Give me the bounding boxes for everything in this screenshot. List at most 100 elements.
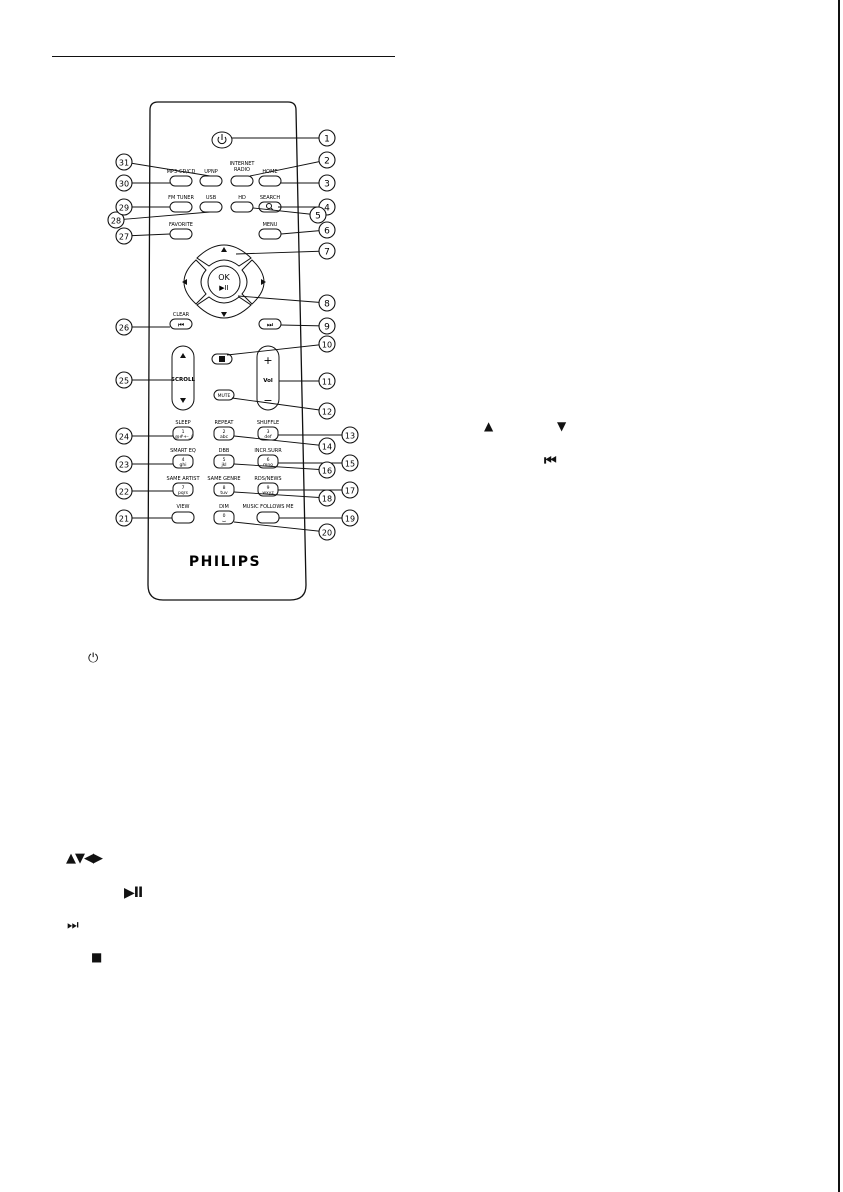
callout-circle-21 bbox=[115, 509, 133, 527]
callout-circle-27 bbox=[115, 227, 133, 245]
callout-circle-30 bbox=[115, 174, 133, 192]
callouts: 1234567891011121314151617181920212223242… bbox=[107, 129, 359, 541]
keypad-button-7[interactable] bbox=[172, 482, 194, 497]
keypad-digit: 1 bbox=[182, 429, 185, 435]
ok-playpause-icon: ▶II bbox=[219, 284, 229, 292]
callout-circle-26 bbox=[115, 318, 133, 336]
smarteq-label: SMART EQ bbox=[170, 448, 196, 454]
keypad-digit: 4 bbox=[182, 457, 185, 463]
vol-plus-icon: + bbox=[263, 354, 272, 367]
next-list-icon: ⏭ bbox=[67, 918, 79, 933]
clear-label: CLEAR bbox=[173, 312, 190, 318]
up-symbol: ▲ bbox=[484, 419, 494, 433]
callout-circle-18 bbox=[318, 489, 336, 507]
callout-number: 11 bbox=[322, 378, 332, 387]
callout-circle-8 bbox=[318, 294, 336, 312]
keypad-button-4[interactable] bbox=[172, 454, 194, 469]
keypad-digit: 0 bbox=[223, 513, 226, 519]
callout-circle-23 bbox=[115, 455, 133, 473]
menu-button bbox=[258, 228, 282, 240]
keypad-button-8[interactable] bbox=[213, 482, 235, 497]
search-label: SEARCH bbox=[260, 195, 280, 201]
next-button bbox=[258, 318, 282, 330]
next-icon: ⏭ bbox=[267, 321, 274, 329]
scroll-down-icon bbox=[180, 398, 186, 403]
scroll-up-icon bbox=[180, 353, 186, 358]
callout-number: 16 bbox=[322, 467, 332, 476]
ok-label: OK bbox=[218, 273, 230, 282]
keypad-letters: jkl bbox=[220, 462, 226, 468]
hd-button bbox=[230, 201, 254, 213]
menu-label: MENU bbox=[263, 222, 278, 228]
callout-number: 9 bbox=[324, 323, 330, 333]
prev-button bbox=[169, 318, 193, 330]
keypad-digit: 5 bbox=[223, 457, 226, 463]
callout-number: 22 bbox=[119, 488, 129, 497]
music-follows-me-button bbox=[256, 511, 280, 524]
incrsurr-label: INCR.SURR bbox=[254, 448, 282, 454]
keypad-button-9[interactable] bbox=[257, 482, 279, 497]
callout-circle-7 bbox=[318, 242, 336, 260]
upnp-button bbox=[199, 175, 223, 187]
callout-number: 18 bbox=[322, 495, 332, 504]
remote-body bbox=[147, 101, 307, 601]
callout-leader bbox=[252, 207, 319, 216]
scroll-label: SCROLL bbox=[171, 377, 195, 383]
callout-number: 3 bbox=[324, 180, 330, 190]
keypad-button-5[interactable] bbox=[213, 454, 235, 469]
callout-leader bbox=[235, 250, 328, 255]
callout-number: 20 bbox=[322, 529, 332, 538]
keypad-button-0[interactable] bbox=[213, 510, 235, 525]
musicfollows-label: MUSIC FOLLOWS ME bbox=[242, 504, 293, 510]
scroll-rocker bbox=[171, 345, 195, 411]
vol-label: Vol bbox=[263, 378, 273, 384]
stop-icon bbox=[219, 356, 225, 362]
mute-button bbox=[213, 389, 235, 401]
keypad: 1.@#+-_/2abc3def4ghi5jkl6mno7pqrs8tuv9wx… bbox=[172, 426, 279, 525]
callout-number: 21 bbox=[119, 515, 129, 524]
callout-circle-20 bbox=[318, 523, 336, 541]
shuffle-label: SHUFFLE bbox=[257, 420, 279, 426]
callout-number: 25 bbox=[119, 377, 129, 386]
vol-minus-icon: − bbox=[263, 394, 272, 407]
callout-number: 28 bbox=[111, 217, 121, 226]
callout-circle-5 bbox=[309, 206, 327, 224]
callout-circle-13 bbox=[341, 426, 359, 444]
callout-leader bbox=[231, 397, 328, 412]
brand-logo: PHILIPS bbox=[189, 554, 261, 570]
callout-leader bbox=[233, 491, 328, 499]
keypad-letters: mno bbox=[263, 463, 273, 468]
callout-circle-9 bbox=[318, 317, 336, 335]
callout-circle-19 bbox=[341, 509, 359, 527]
keypad-digit: 7 bbox=[182, 485, 185, 491]
callout-circle-12 bbox=[318, 402, 336, 420]
internet-radio-button bbox=[230, 175, 254, 187]
upnp-label: UPNP bbox=[204, 169, 217, 175]
down-arrow-icon bbox=[221, 312, 227, 317]
keypad-letters: .@#+-_/ bbox=[174, 434, 193, 440]
keypad-digit: 6 bbox=[267, 457, 270, 463]
callout-circle-24 bbox=[115, 427, 133, 445]
callout-circle-29 bbox=[115, 198, 133, 216]
callout-number: 14 bbox=[322, 443, 332, 452]
view-button bbox=[171, 511, 195, 524]
playpause-list-icon: ▶II bbox=[124, 885, 143, 901]
callout-circle-2 bbox=[318, 151, 336, 169]
fmtuner-button bbox=[169, 201, 193, 213]
arrows-list-icon: ▲▼◀▶ bbox=[66, 851, 103, 866]
page-edge-rule bbox=[838, 0, 840, 1192]
keypad-digit: 3 bbox=[267, 429, 270, 435]
callout-number: 17 bbox=[345, 487, 355, 496]
callout-circle-6 bbox=[318, 221, 336, 239]
keypad-letters: pqrs bbox=[178, 490, 189, 496]
callout-number: 31 bbox=[119, 159, 129, 168]
callout-leader bbox=[123, 161, 211, 177]
keypad-button-6[interactable] bbox=[257, 454, 279, 469]
left-arrow-icon bbox=[182, 279, 187, 285]
nav-down bbox=[196, 296, 252, 319]
keypad-button-2[interactable] bbox=[213, 426, 235, 441]
callout-number: 12 bbox=[322, 408, 332, 417]
keypad-button-1[interactable] bbox=[172, 426, 194, 441]
keypad-digit: 9 bbox=[267, 485, 270, 491]
